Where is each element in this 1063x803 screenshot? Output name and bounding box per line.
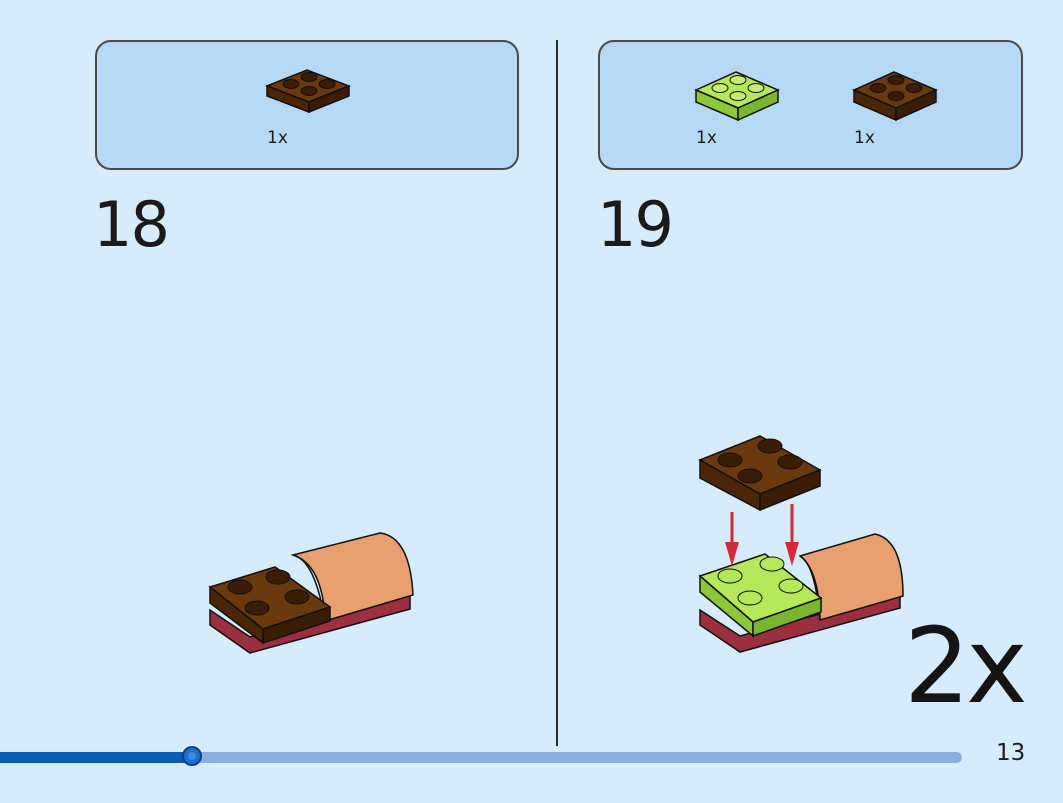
lime-plate-icon: [694, 71, 780, 122]
dark-brown-plate-icon: [852, 71, 938, 122]
dark-brown-plate-icon: [265, 69, 352, 114]
step-19-parts-box: 1x 1x: [598, 40, 1023, 170]
page-number: 13: [996, 740, 1026, 766]
part-quantity: 1x: [696, 128, 717, 148]
step-number-19: 19: [597, 188, 674, 261]
progress-track: [0, 752, 962, 763]
part-quantity: 1x: [267, 128, 288, 148]
step-18-parts-box: 1x: [95, 40, 519, 170]
step-number-18: 18: [93, 188, 170, 261]
step-divider: [556, 40, 558, 746]
step-18-assembly: [208, 532, 414, 654]
step-19-assembly: [698, 435, 904, 653]
progress-fill: [0, 752, 192, 763]
part-quantity: 1x: [854, 128, 875, 148]
progress-handle[interactable]: [182, 746, 202, 766]
build-multiplier: 2x: [904, 605, 1028, 727]
